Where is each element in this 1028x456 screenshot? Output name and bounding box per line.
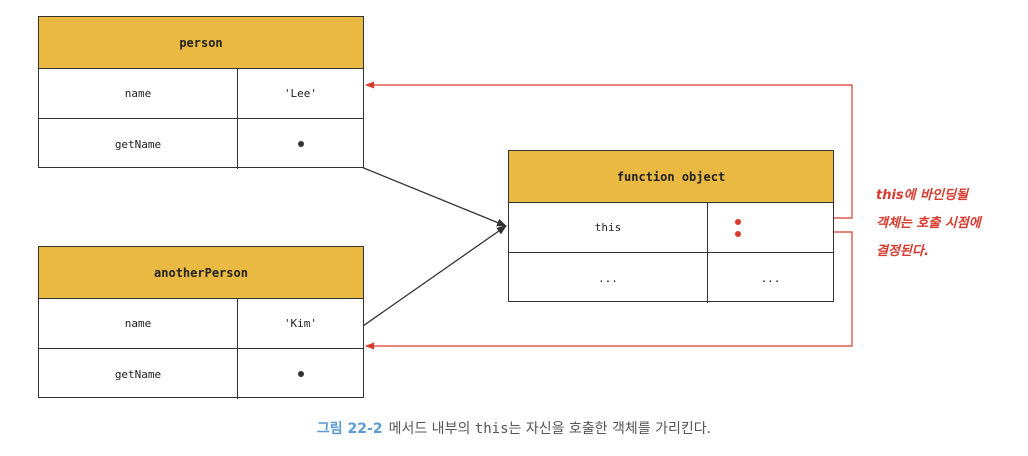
function-this-key: this [509,203,708,252]
function-ellipsis-value: ... [760,271,781,285]
anotherperson-name-key: name [39,299,238,348]
person-object-title: person [39,17,363,69]
anotherperson-name-row: name 'Kim' [39,299,363,349]
caption-text-1: 메서드 내부의 [388,421,475,437]
anotherperson-getname-row: getName [39,349,363,399]
anotherperson-object-title: anotherPerson [39,247,363,299]
anotherperson-getname-pointer-dot [297,371,304,377]
this-binding-dot-1 [734,218,741,225]
person-object-box: person name 'Lee' getName [38,16,364,169]
function-object-title: function object [509,151,833,203]
caption-code: this [474,421,509,437]
function-object-box: function object this ... ... [508,150,834,303]
this-binding-dot-2 [734,230,741,237]
anotherperson-name-value: 'Kim' [283,317,318,330]
anotherperson-getname-key: getName [39,349,238,399]
person-name-row: name 'Lee' [39,69,363,119]
anotherperson-object-box: anotherPerson name 'Kim' getName [38,246,364,399]
figure-number: 그림 22-2 [316,421,383,437]
person-getname-row: getName [39,119,363,169]
figure-caption: 그림 22-2 메서드 내부의 this는 자신을 호출한 객체를 가리킨다. [0,418,1028,438]
annotation-line-3: 결정된다. [876,244,929,259]
function-ellipsis-key: ... [509,253,708,303]
person-getname-key: getName [39,119,238,169]
function-ellipsis-row: ... ... [509,253,833,303]
function-this-value [708,203,833,252]
person-getname-pointer-dot [297,141,304,147]
anotherperson-getname-value [238,349,363,399]
annotation-line-1: this에 바인딩될 [876,188,968,203]
annotation-line-2: 객체는 호출 시점에 [876,216,981,231]
this-binding-annotation: this에 바인딩될 객체는 호출 시점에 결정된다. [876,182,1026,266]
person-name-value: 'Lee' [283,87,318,100]
function-this-row: this [509,203,833,253]
person-getname-value [238,119,363,169]
person-name-key: name [39,69,238,118]
caption-text-2: 는 자신을 호출한 객체를 가리킨다. [508,421,712,437]
